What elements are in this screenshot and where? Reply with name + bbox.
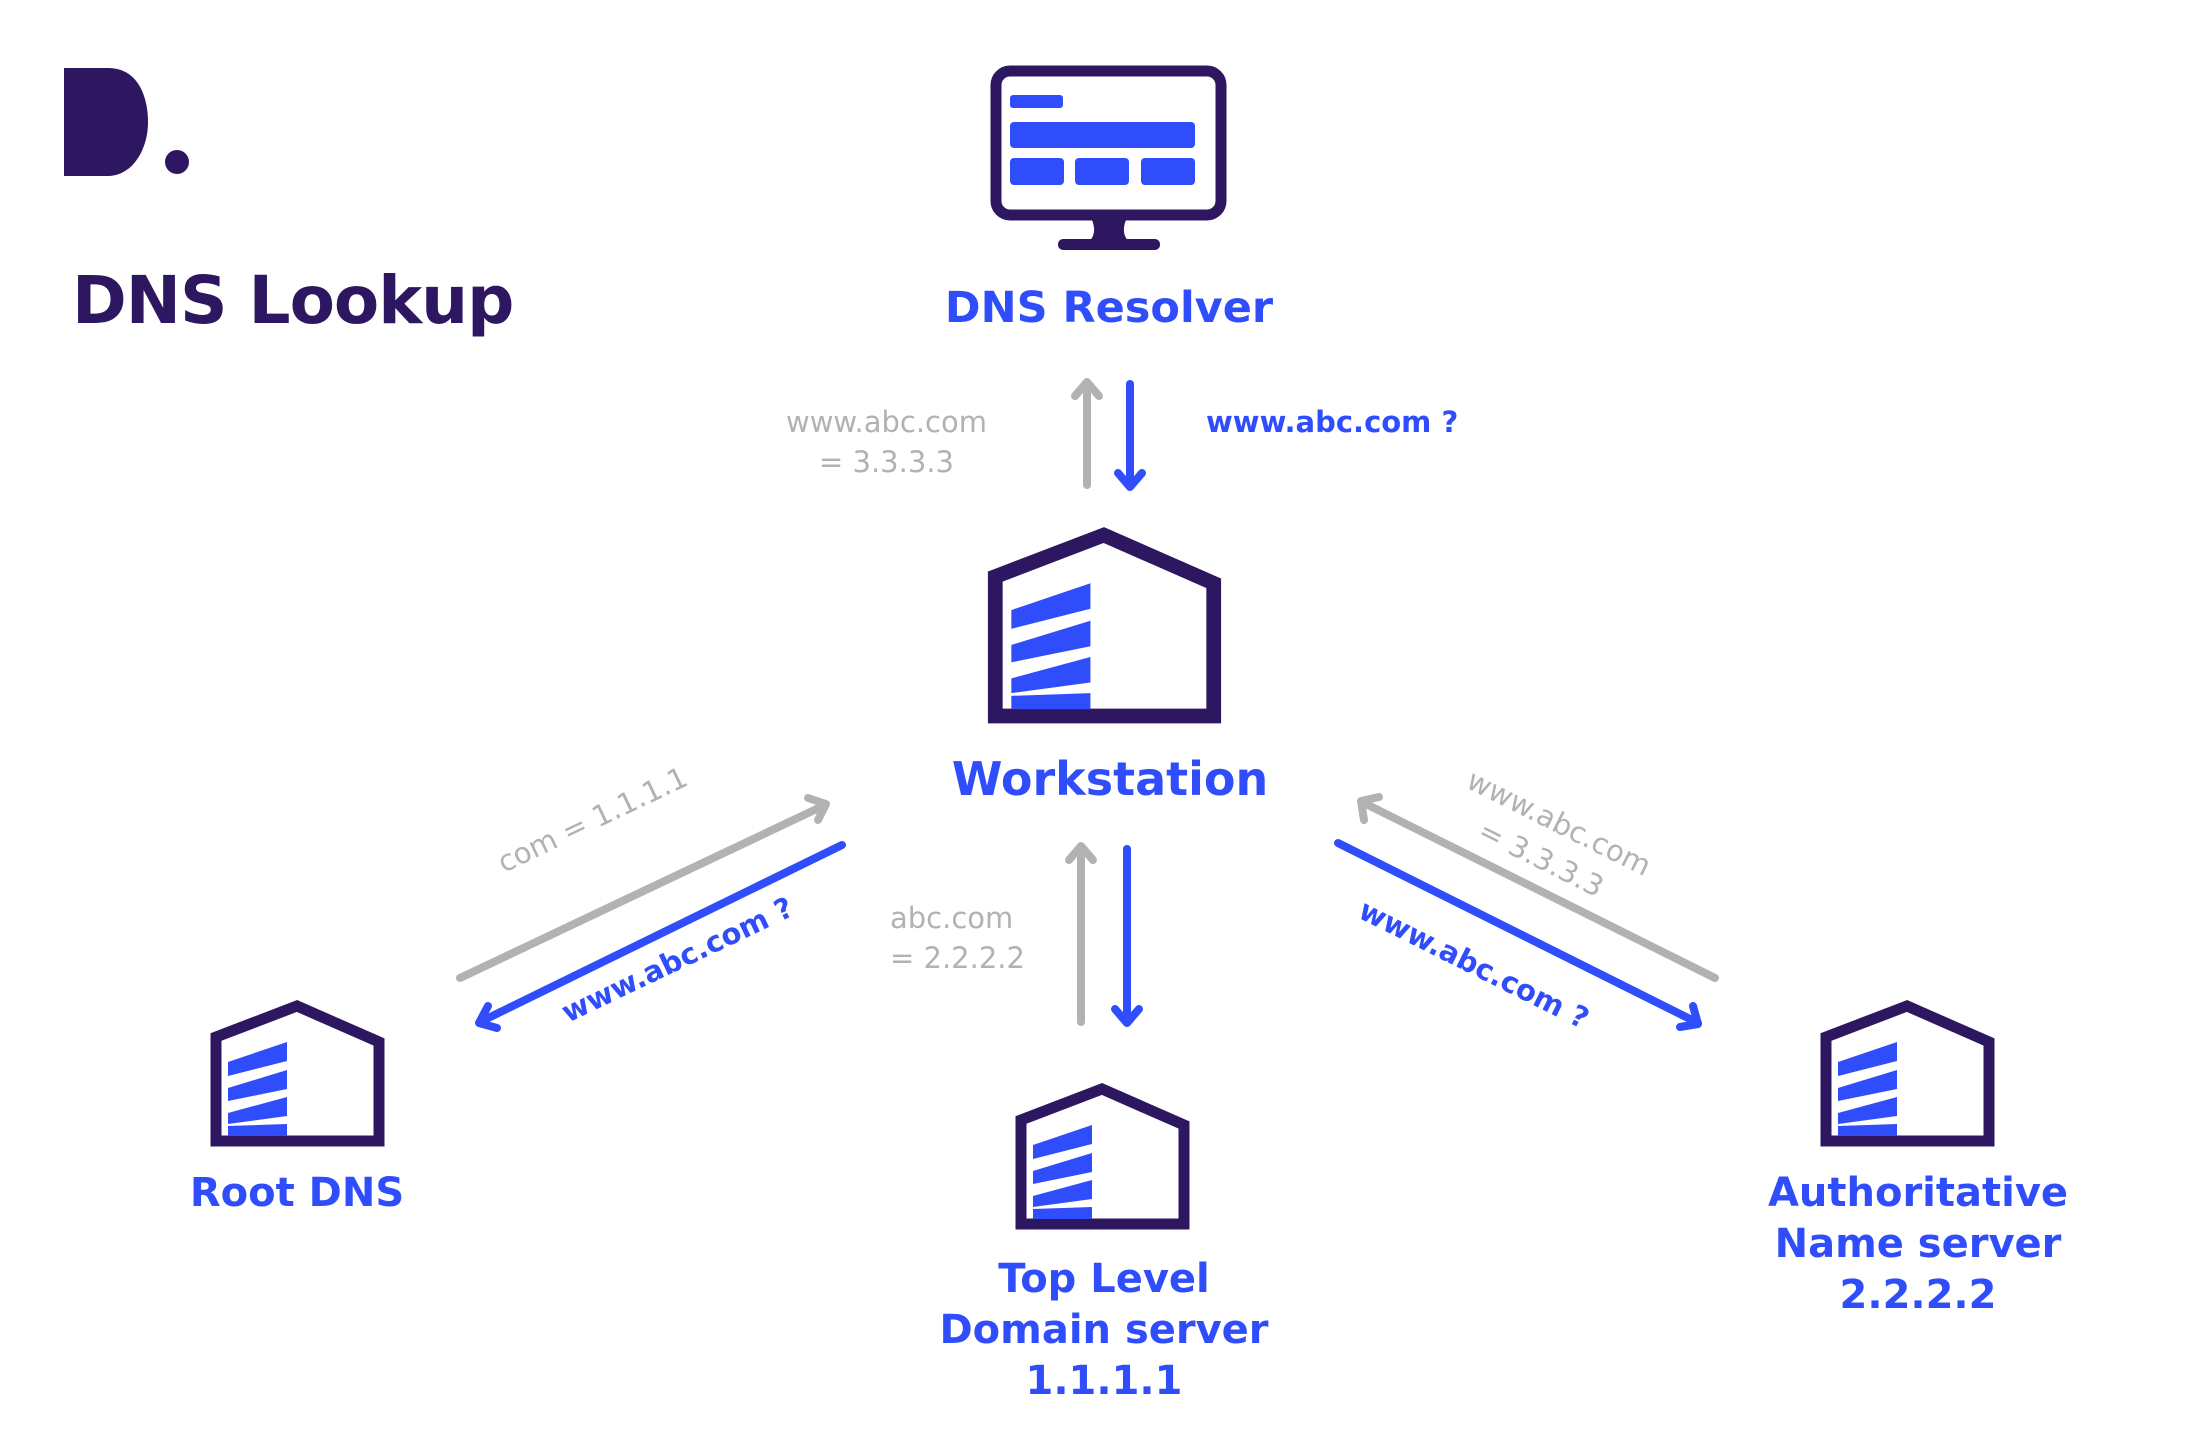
resolver-response-arrow	[1071, 378, 1103, 489]
dns-resolver-label: DNS Resolver	[944, 283, 1274, 333]
auth-response-arrow	[1357, 793, 1719, 982]
root-dns-building-icon	[216, 1006, 379, 1141]
tld-label-line-2: Domain server	[939, 1307, 1269, 1353]
authoritative-server-label: Authoritative Name server 2.2.2.2	[1768, 1168, 2068, 1321]
root-response-arrow	[456, 794, 830, 982]
resolver-response-label: www.abc.com = 3.3.3.3	[786, 402, 987, 482]
page-title: DNS Lookup	[72, 262, 514, 339]
tld-response-line-1: abc.com	[890, 901, 1014, 935]
tld-response-label: abc.com = 2.2.2.2	[890, 898, 1025, 978]
auth-query-arrow	[1334, 839, 1702, 1031]
auth-label-line-2: Name server	[1774, 1221, 2062, 1267]
tld-query-arrow	[1111, 845, 1143, 1027]
workstation-building-icon	[995, 535, 1213, 716]
auth-label-line-3: 2.2.2.2	[1839, 1272, 1997, 1318]
brand-d-logo	[64, 68, 189, 176]
root-dns-label: Root DNS	[189, 1170, 405, 1216]
monitor-icon	[990, 65, 1227, 250]
resolver-query-arrow	[1114, 380, 1146, 491]
auth-label-line-1: Authoritative	[1767, 1170, 2069, 1216]
tld-label-line-1: Top Level	[998, 1256, 1210, 1302]
resolver-response-line-2: = 3.3.3.3	[819, 445, 954, 479]
workstation-label: Workstation	[951, 752, 1269, 806]
tld-building-icon	[1021, 1089, 1184, 1224]
tld-response-arrow	[1065, 842, 1097, 1026]
tld-server-label: Top Level Domain server 1.1.1.1	[939, 1254, 1268, 1407]
root-query-arrow	[475, 841, 846, 1032]
tld-response-line-2: = 2.2.2.2	[890, 941, 1025, 975]
authoritative-building-icon	[1826, 1006, 1989, 1141]
tld-label-line-3: 1.1.1.1	[1025, 1358, 1183, 1404]
resolver-query-label: www.abc.com ?	[1206, 405, 1459, 439]
resolver-response-line-1: www.abc.com	[786, 405, 987, 439]
